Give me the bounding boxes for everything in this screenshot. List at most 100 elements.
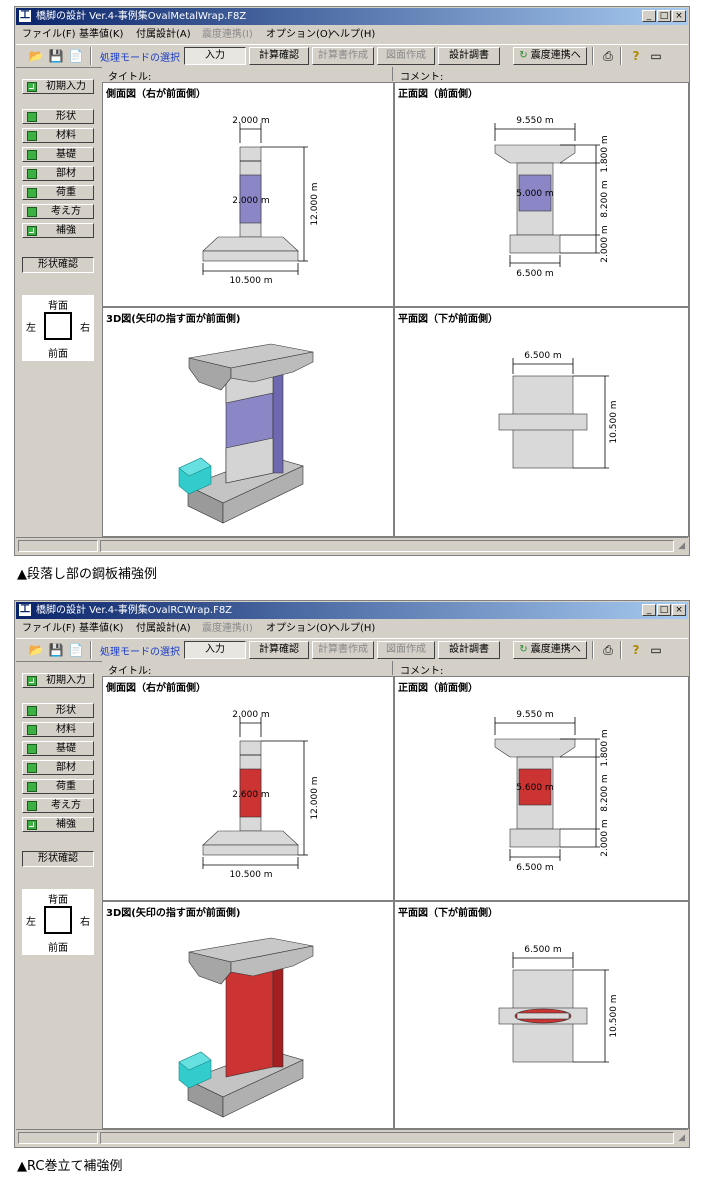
dim-label-top-width: 2.000 m [232,710,269,720]
title-bar: 工 橋脚の設計 Ver.4-事例集OvalRCWrap.F8Z _ □ × [16,602,688,619]
sidebar-item-material[interactable]: 材料 [22,128,94,143]
save-icon[interactable]: 💾 [48,49,64,63]
footing-front [222,465,304,524]
caption-metal-wrap: ▲段落し部の鋼板補強例 [17,567,157,582]
menu-seismic[interactable]: 震度連携(I) [202,623,253,634]
help-icon[interactable]: ? [632,643,640,657]
sidebar-item-foundation[interactable]: 基礎 [22,741,94,756]
status-cell [18,1132,98,1144]
resize-grip-icon[interactable]: ◢ [678,1133,685,1143]
menu-file[interactable]: ファイル(F) [22,29,76,40]
about-icon[interactable]: ▭ [650,643,662,657]
calc-check-button[interactable]: 計算確認 [249,47,309,65]
view3d-panel: 3D図(矢印の指す面が前面側) [102,307,394,537]
sidebar-item-approach[interactable]: 考え方 [22,204,94,219]
design-report-button[interactable]: 設計調書 [438,641,500,659]
open-folder-icon[interactable]: 📂 [28,643,44,657]
drawing-canvas: 6.500 m10.500 m [498,945,619,1063]
design-report-button[interactable]: 設計調書 [438,47,500,65]
left-panel: 初期入力 形状 材料 基礎 部材 荷重 考え方 補強 形状確認 背面 左 右 前… [16,67,101,535]
reinforcement-wrap [239,768,262,818]
column-core-plan [516,1012,570,1020]
sidebar-item-member[interactable]: 部材 [22,166,94,181]
input-mode-button[interactable]: 入力 [184,641,246,659]
window-title: 橋脚の設計 Ver.4-事例集OvalRCWrap.F8Z [36,605,233,616]
footing-base [202,844,299,856]
menu-bar: ファイル(F) 基準値(K) 付属設計(A) 震度連携(I) オプション(O) … [16,620,688,637]
toolbar: 📂 💾 📄 処理モードの選択 入力 計算確認 計算書作成 図面作成 設計調書 ↻… [16,638,688,662]
toolbar-separator [592,641,594,659]
initial-input-button[interactable]: 初期入力 [22,79,94,94]
front-view-title: 正面図（前面側） [398,683,478,694]
maximize-button[interactable]: □ [657,10,671,22]
minimize-button[interactable]: _ [642,10,656,22]
menu-attached-design[interactable]: 付属設計(A) [136,623,191,634]
print-icon[interactable]: ⎙ [603,49,613,63]
sidebar-item-material[interactable]: 材料 [22,722,94,737]
open-folder-icon[interactable]: 📂 [28,49,44,63]
sidebar-item-load[interactable]: 荷重 [22,779,94,794]
drawing-create-button[interactable]: 図面作成 [377,47,435,65]
input-mode-button[interactable]: 入力 [184,47,246,65]
maximize-button[interactable]: □ [657,604,671,616]
menu-attached-design[interactable]: 付属設計(A) [136,29,191,40]
window-title: 橋脚の設計 Ver.4-事例集OvalMetalWrap.F8Z [36,11,247,22]
close-button[interactable]: × [672,10,686,22]
report-create-button[interactable]: 計算書作成 [312,47,374,65]
sidebar-item-shape[interactable]: 形状 [22,703,94,718]
direction-arrow-top [178,457,212,477]
status-bar: ◢ [16,537,688,554]
shape-confirm-button[interactable]: 形状確認 [22,851,94,867]
reinforcement-wrap [239,174,262,224]
sidebar-item-reinforcement[interactable]: 補強 [22,817,94,832]
seismic-link-button[interactable]: ↻ 震度連携へ [513,641,587,659]
caption-rc-wrap: ▲RC巻立て補強例 [17,1159,123,1174]
seismic-link-button[interactable]: ↻ 震度連携へ [513,47,587,65]
header-row: タイトル: コメント: [102,67,688,83]
menu-seismic[interactable]: 震度連携(I) [202,29,253,40]
menu-option[interactable]: オプション(O) [266,623,332,634]
menu-option[interactable]: オプション(O) [266,29,332,40]
menu-help[interactable]: ヘルプ(H) [330,623,376,634]
check-icon [27,82,37,92]
sidebar-item-foundation[interactable]: 基礎 [22,147,94,162]
print-icon[interactable]: ⎙ [603,643,613,657]
sidebar-item-reinforcement[interactable]: 補強 [22,223,94,238]
sidebar-item-shape[interactable]: 形状 [22,109,94,124]
footing-shape [509,828,561,848]
beam-front [230,945,314,977]
menu-file[interactable]: ファイル(F) [22,623,76,634]
initial-input-button[interactable]: 初期入力 [22,673,94,688]
sidebar-item-load[interactable]: 荷重 [22,185,94,200]
close-button[interactable]: × [672,604,686,616]
check-icon [27,676,37,686]
shape-confirm-button[interactable]: 形状確認 [22,257,94,273]
about-icon[interactable]: ▭ [650,49,662,63]
menu-standard[interactable]: 基準値(K) [79,623,124,634]
calc-check-button[interactable]: 計算確認 [249,641,309,659]
header-row: タイトル: コメント: [102,661,688,677]
drawing-canvas [178,343,314,524]
minimize-button[interactable]: _ [642,604,656,616]
sidebar-item-approach[interactable]: 考え方 [22,798,94,813]
save-as-icon[interactable]: 📄 [68,49,84,63]
save-as-icon[interactable]: 📄 [68,643,84,657]
menu-help[interactable]: ヘルプ(H) [330,29,376,40]
drawing-create-button[interactable]: 図面作成 [377,641,435,659]
comment-label: コメント: [400,72,444,83]
column-front-face [225,961,274,1078]
view3d-title: 3D図(矢印の指す面が前面側) [106,908,241,919]
dim-label-beam-width: 9.550 m [516,710,553,720]
resize-grip-icon[interactable]: ◢ [678,541,685,551]
save-icon[interactable]: 💾 [48,643,64,657]
side-view-title: 側面図（右が前面側） [106,683,206,694]
dim-label-footing-width: 10.500 m [229,870,272,880]
help-icon[interactable]: ? [632,49,640,63]
dim-label-front-center: 5.600 m [516,783,553,793]
seismic-link-label: 震度連携へ [530,50,581,61]
sidebar-item-member[interactable]: 部材 [22,760,94,775]
menu-standard[interactable]: 基準値(K) [79,29,124,40]
report-create-button[interactable]: 計算書作成 [312,641,374,659]
